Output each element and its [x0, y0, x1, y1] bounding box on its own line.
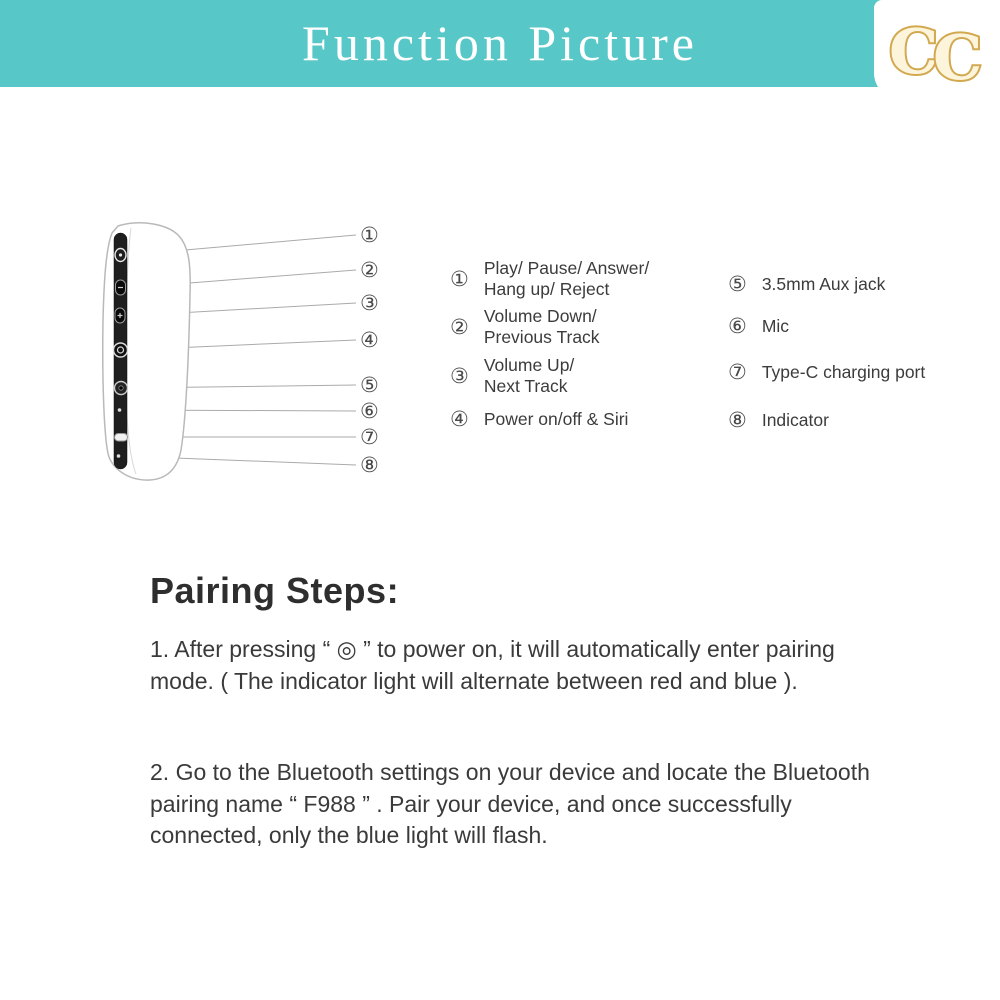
header-banner: Function Picture	[0, 0, 1000, 87]
pairing-step-1: 1. After pressing “ ◎ ” to power on, it …	[150, 636, 835, 694]
legend-number: ⑤	[728, 272, 747, 296]
legend-number: ④	[450, 407, 469, 431]
legend-label: Mic	[761, 315, 790, 336]
callout-number-8: ⑧	[360, 453, 379, 477]
legend-number: ①	[450, 267, 469, 291]
cc-logo: C C	[874, 0, 1000, 99]
cc-logo-icon: C C	[887, 13, 984, 95]
svg-text:C: C	[933, 21, 982, 94]
legend-label: Type-C charging port	[761, 361, 926, 382]
callout-number-3: ③	[360, 291, 379, 315]
callout-number-6: ⑥	[360, 399, 379, 423]
legend-item-volume-down: ② Volume Down/ Previous Track	[450, 306, 600, 348]
svg-text:C: C	[889, 15, 938, 88]
legend-label: Volume Up/ Next Track	[483, 355, 575, 396]
indicator-led-icon	[116, 454, 121, 458]
device-diagram	[102, 222, 357, 481]
legend-label: Play/ Pause/ Answer/ Hang up/ Reject	[483, 258, 650, 299]
page-title: Function Picture	[302, 15, 698, 71]
volume-up-button-icon	[114, 307, 126, 324]
legend-number: ⑦	[728, 360, 747, 384]
legend-item-power-siri: ④ Power on/off & Siri	[450, 407, 628, 431]
legend-number: ⑥	[728, 314, 747, 338]
type-c-port-icon	[114, 433, 128, 442]
legend-item-indicator: ⑧ Indicator	[728, 408, 829, 432]
legend-label: Indicator	[761, 409, 829, 430]
pairing-steps-heading: Pairing Steps:	[150, 570, 400, 611]
legend-label: 3.5mm Aux jack	[761, 273, 886, 294]
multifunction-button-icon	[114, 247, 127, 263]
legend-item-mic: ⑥ Mic	[728, 314, 789, 338]
mic-hole-icon	[117, 408, 122, 412]
legend-number: ②	[450, 315, 469, 339]
legend-item-volume-up: ③ Volume Up/ Next Track	[450, 355, 574, 397]
callout-number-2: ②	[360, 258, 379, 282]
power-button-icon	[112, 342, 129, 358]
legend-item-type-c: ⑦ Type-C charging port	[728, 360, 925, 384]
legend-item-play-pause: ① Play/ Pause/ Answer/ Hang up/ Reject	[450, 258, 649, 300]
volume-down-button-icon	[115, 279, 126, 296]
callout-number-5: ⑤	[360, 373, 379, 397]
legend-label: Power on/off & Siri	[483, 408, 629, 429]
callout-number-7: ⑦	[360, 425, 379, 449]
legend-item-aux-jack: ⑤ 3.5mm Aux jack	[728, 272, 885, 296]
legend-number: ⑧	[728, 408, 747, 432]
legend-number: ③	[450, 364, 469, 388]
callout-number-1: ①	[360, 223, 379, 247]
legend-label: Volume Down/ Previous Track	[483, 306, 600, 347]
callout-number-4: ④	[360, 328, 379, 352]
aux-jack-icon	[113, 380, 129, 396]
pairing-step-2: 2. Go to the Bluetooth settings on your …	[150, 759, 870, 848]
